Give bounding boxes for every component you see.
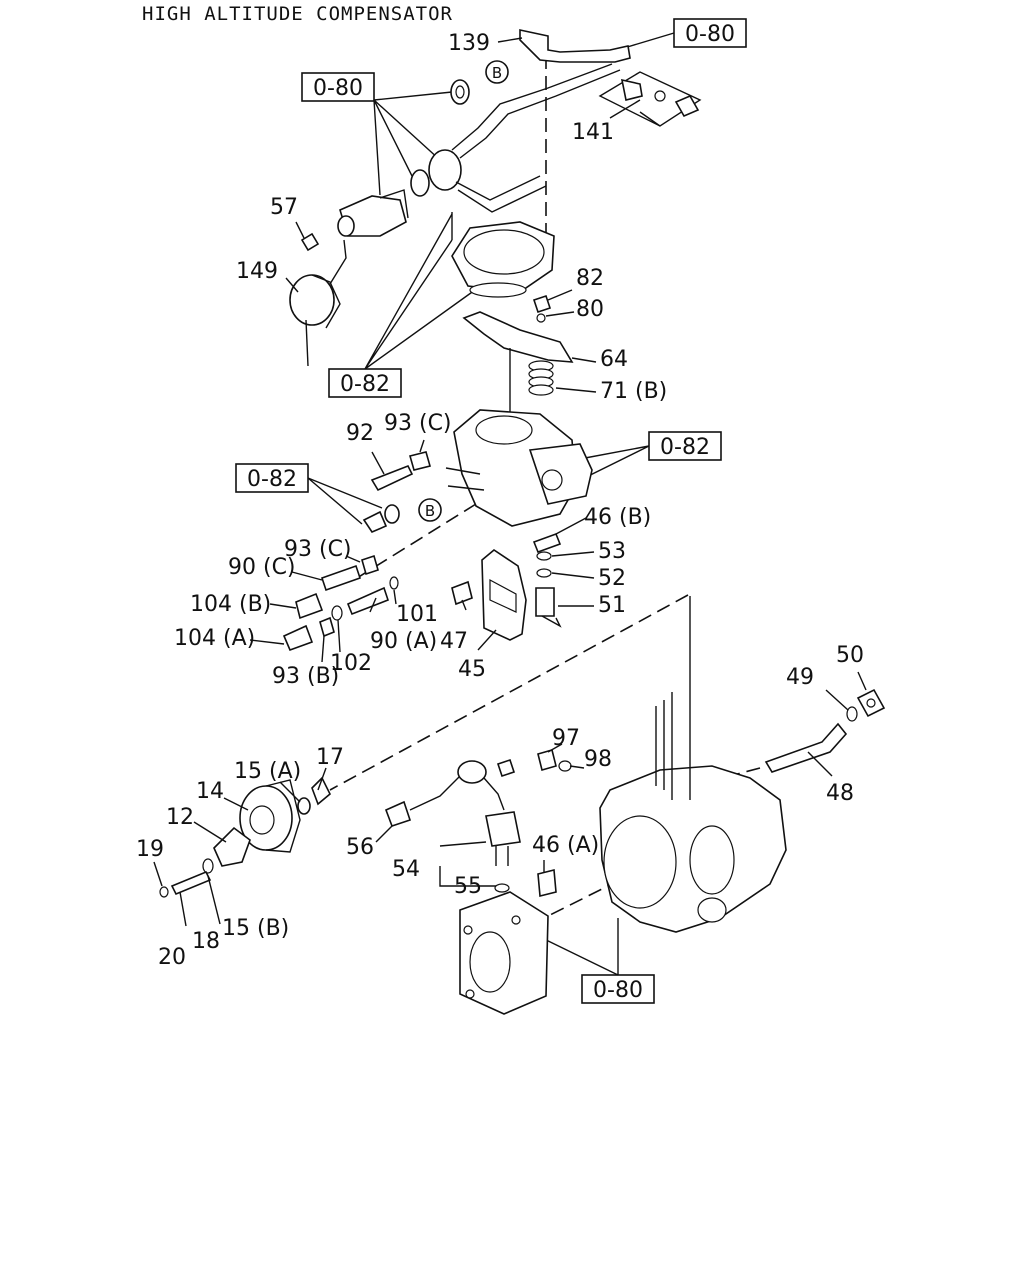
reference-box: 0-82 [328,368,402,398]
sensor-97 [537,749,572,772]
label-97: 97 [552,726,580,751]
label-56: 56 [346,835,374,860]
label-54: 54 [392,857,420,882]
actuator-rod [428,29,631,213]
label-104b: 104 (B) [190,592,271,617]
label-98: 98 [584,747,612,772]
plugs-and-screws [282,504,400,652]
pump-housing [599,596,787,933]
coupling-14 [239,776,331,853]
spring-71b [528,360,554,396]
flange-plate [459,891,549,1015]
lever-64 [462,294,574,420]
label-80: 80 [576,297,604,322]
label-101: 101 [396,602,438,627]
svg-text:0-80: 0-80 [685,22,735,47]
label-leaders [153,37,867,927]
bracket-141 [598,71,702,127]
label-102: 102 [330,651,372,676]
label-50: 50 [836,643,864,668]
label-15b: 15 (B) [222,916,289,941]
reference-box: 0-80 [673,18,747,48]
label-19: 19 [136,837,164,862]
label-93b: 93 (B) [272,664,339,689]
label-46a: 46 (A) [532,833,599,858]
label-104a: 104 (A) [174,626,255,651]
label-90a: 90 (A) [370,629,437,654]
label-90c: 90 (C) [228,555,296,580]
callout-b-upper: B [485,60,509,84]
svg-text:0-82: 0-82 [340,372,390,397]
label-64: 64 [600,347,628,372]
callout-b-lower: B [418,498,442,522]
svg-text:B: B [492,64,502,82]
solenoid-54 [485,811,557,898]
svg-text:0-80: 0-80 [593,978,643,1003]
svg-text:B: B [425,502,435,520]
label-53: 53 [598,539,626,564]
flyweight-12 [159,826,251,898]
reference-leaders [307,32,675,976]
svg-text:0-80: 0-80 [313,76,363,101]
label-14: 14 [196,779,224,804]
label-45: 45 [458,657,486,682]
label-149: 149 [236,259,278,284]
label-20: 20 [158,945,186,970]
label-92: 92 [346,421,374,446]
label-18: 18 [192,929,220,954]
reference-box: 0-82 [648,431,722,461]
label-55: 55 [454,874,482,899]
label-71b: 71 (B) [600,379,667,404]
valve-stack-51 [532,532,562,628]
svg-text:0-82: 0-82 [247,467,297,492]
label-47: 47 [440,629,468,654]
label-57: 57 [270,195,298,220]
wire-harness-56 [384,758,516,828]
bracket-45 [451,549,527,641]
label-93c-lower: 93 (C) [284,537,352,562]
label-51: 51 [598,593,626,618]
label-12: 12 [166,805,194,830]
label-15a: 15 (A) [234,759,301,784]
washer-upper [410,79,470,197]
label-82: 82 [576,266,604,291]
label-48: 48 [826,781,854,806]
screw-92 [370,451,431,492]
label-17: 17 [316,745,344,770]
label-93c-upper: 93 (C) [384,411,452,436]
reference-box: 0-82 [235,463,309,493]
label-46b: 46 (B) [584,505,651,530]
page-title: HIGH ALTITUDE COMPENSATOR [142,3,453,25]
reference-box: 0-80 [301,72,375,102]
shaft-48 [764,688,886,773]
label-49: 49 [786,665,814,690]
sensor-149 [289,239,347,367]
label-141: 141 [572,120,614,145]
sensor-57 [300,189,409,252]
svg-text:0-82: 0-82 [660,435,710,460]
label-52: 52 [598,566,626,591]
compensator-body [445,409,593,527]
diaphragm-cover [451,212,555,298]
label-139: 139 [448,31,490,56]
reference-box: 0-80 [581,974,655,1004]
